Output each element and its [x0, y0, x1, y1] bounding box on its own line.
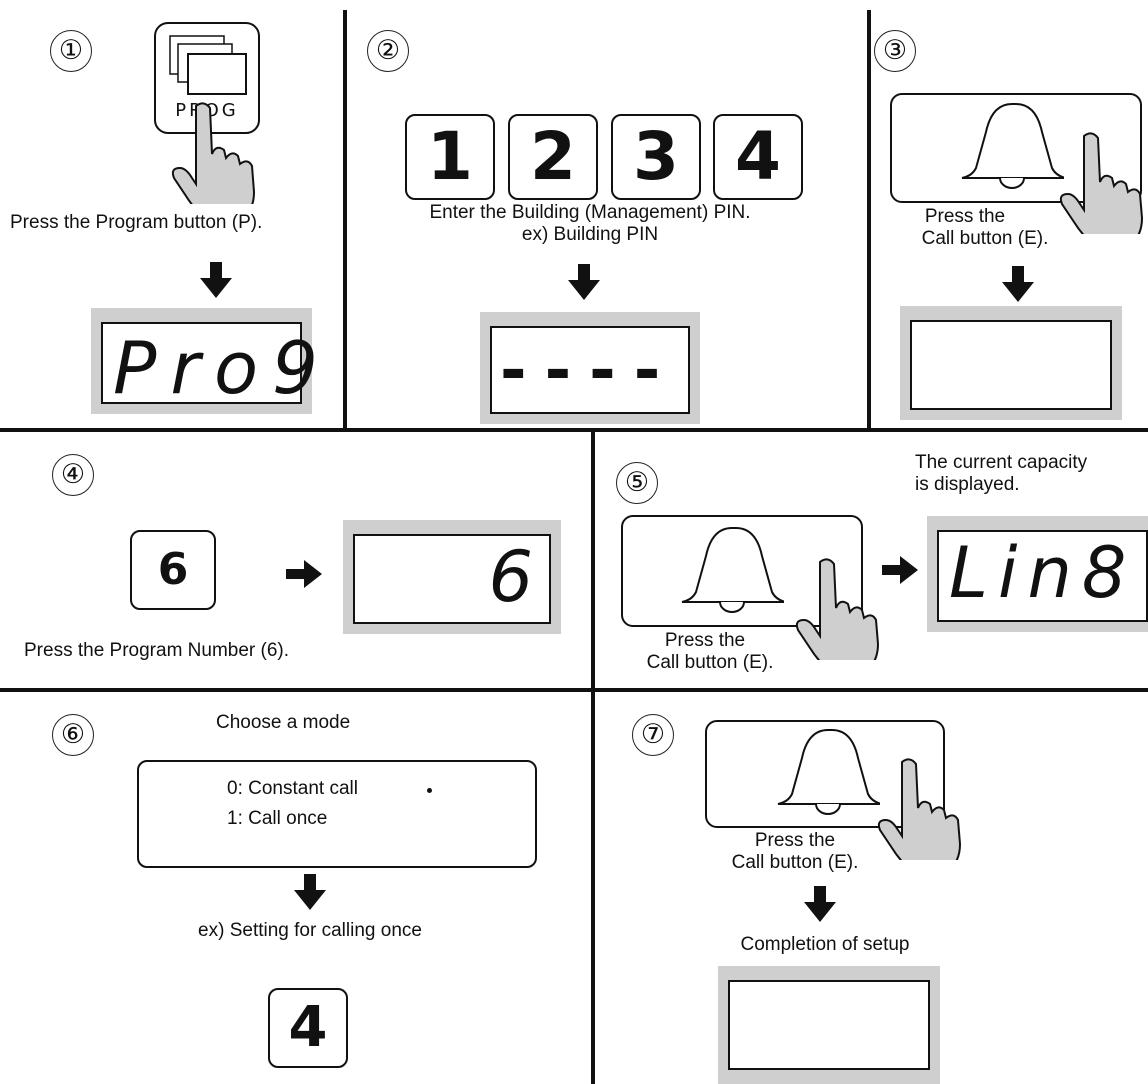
mode-list: 0: Constant call 1: Call once [137, 760, 537, 868]
mode-option-0[interactable]: 0: Constant call [227, 778, 358, 799]
display-text: ---- [500, 334, 679, 408]
arrow-down-icon [1002, 266, 1034, 302]
arrow-right-icon [882, 556, 918, 584]
step-number-7: ⑦ [632, 714, 674, 756]
divider-h1 [0, 428, 1148, 432]
display-pin: ---- [480, 312, 700, 424]
arrow-down-icon [294, 874, 326, 910]
key-2[interactable]: 2 [508, 114, 598, 200]
step1-caption: Press the Program button (P). [10, 212, 263, 233]
divider-v3 [591, 430, 595, 1084]
key-1[interactable]: 1 [405, 114, 495, 200]
display-capacity: Lin8 [927, 516, 1148, 632]
arrow-down-icon [568, 264, 600, 300]
step-number-6: ⑥ [52, 714, 94, 756]
bullet-dot [427, 788, 432, 793]
step6-title: Choose a mode [216, 712, 351, 733]
display-text: 6 [488, 536, 533, 618]
step5-caption-line1: Press the [664, 630, 746, 651]
step-number-1: ① [50, 30, 92, 72]
hand-pointer-icon [795, 558, 880, 660]
arrow-down-icon [200, 262, 232, 298]
key-4[interactable]: 4 [713, 114, 803, 200]
prog-icon [169, 35, 247, 95]
display-blank [900, 306, 1122, 420]
step7-completion: Completion of setup [740, 934, 910, 955]
divider-h2 [0, 688, 1148, 692]
hand-pointer-icon [171, 102, 256, 204]
step-number-5: ⑤ [616, 462, 658, 504]
step3-caption-line1: Press the [924, 206, 1006, 227]
display-text: Pro9 [113, 326, 332, 410]
key-4-mode[interactable]: 4 [268, 988, 348, 1068]
display-complete [718, 966, 940, 1084]
step5-note-line1: The current capacity [915, 452, 1088, 473]
step7-caption-line1: Press the [754, 830, 836, 851]
step2-example: ex) Building PIN [521, 224, 659, 245]
bell-icon [961, 103, 1064, 189]
mode-option-1[interactable]: 1: Call once [227, 808, 328, 829]
key-3[interactable]: 3 [611, 114, 701, 200]
step-number-2: ② [367, 30, 409, 72]
step2-caption: Enter the Building (Management) PIN. [429, 202, 751, 223]
divider-v1 [343, 10, 347, 430]
step5-caption-line2: Call button (E). [646, 652, 774, 673]
step6-caption: ex) Setting for calling once [198, 920, 422, 941]
hand-pointer-icon [1059, 132, 1144, 234]
arrow-down-icon [804, 886, 836, 922]
step-number-3: ③ [874, 30, 916, 72]
step4-caption: Press the Program Number (6). [24, 640, 290, 661]
step5-note-line2: is displayed. [915, 474, 1020, 495]
display-prog: Pro9 [91, 308, 318, 414]
step3-caption-line2: Call button (E). [921, 228, 1049, 249]
arrow-right-icon [286, 560, 322, 588]
key-6[interactable]: 6 [130, 530, 216, 610]
bell-icon [681, 527, 784, 613]
step-number-4: ④ [52, 454, 94, 496]
bell-icon [777, 729, 880, 815]
hand-pointer-icon [877, 758, 962, 860]
divider-v2 [867, 10, 871, 430]
display-text: Lin8 [949, 532, 1137, 614]
step7-caption-line2: Call button (E). [731, 852, 859, 873]
display-program-number: 6 [343, 520, 561, 634]
